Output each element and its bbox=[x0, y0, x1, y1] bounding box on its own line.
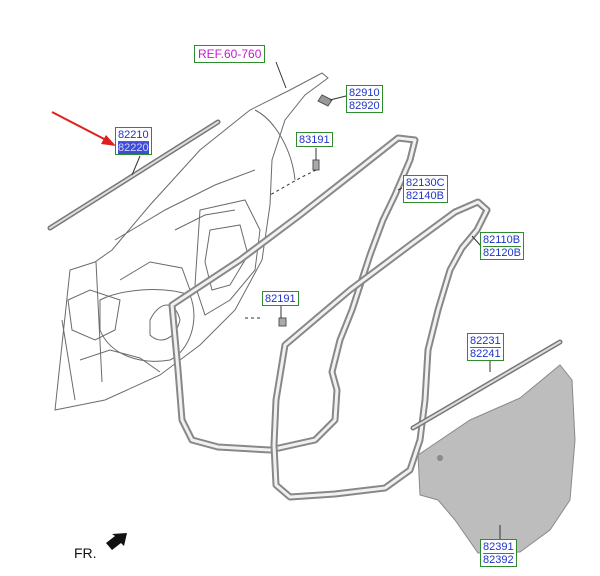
part-number-82130c: 82130C bbox=[406, 177, 445, 189]
front-direction-icon bbox=[106, 533, 127, 550]
door-panel bbox=[54, 72, 329, 411]
part-number-82191: 82191 bbox=[265, 293, 296, 305]
part-label-82910[interactable]: 82910 82920 bbox=[346, 85, 383, 113]
part-number-82910: 82910 bbox=[349, 87, 380, 99]
belt-molding-82210 bbox=[47, 119, 221, 231]
part-number-82210: 82210 bbox=[118, 129, 149, 141]
clip-82910 bbox=[317, 94, 333, 107]
weatherstrip-82130c bbox=[168, 134, 419, 454]
part-number-82120b: 82120B bbox=[483, 246, 521, 259]
part-number-82920: 82920 bbox=[349, 99, 380, 112]
weatherstrip-82110b bbox=[270, 198, 491, 501]
part-number-82220-highlighted: 82220 bbox=[118, 141, 149, 154]
part-number-82391: 82391 bbox=[483, 541, 514, 553]
clip-82191 bbox=[278, 317, 287, 327]
front-direction-label: FR. bbox=[74, 545, 97, 561]
ref-label-text: REF.60-760 bbox=[198, 47, 262, 61]
part-label-82210[interactable]: 82210 82220 bbox=[115, 127, 152, 155]
part-label-82191[interactable]: 82191 bbox=[262, 291, 299, 306]
part-number-82140b: 82140B bbox=[406, 189, 445, 202]
vapor-barrier-82391 bbox=[417, 364, 576, 554]
part-label-82391[interactable]: 82391 82392 bbox=[480, 539, 517, 567]
part-number-82110b: 82110B bbox=[483, 234, 521, 246]
clip-83191 bbox=[312, 159, 320, 171]
part-label-82110b[interactable]: 82110B 82120B bbox=[480, 232, 524, 260]
part-number-83191: 83191 bbox=[299, 134, 330, 146]
part-number-82241: 82241 bbox=[470, 347, 501, 360]
leader-lines bbox=[131, 61, 501, 542]
inner-belt-82231 bbox=[410, 339, 563, 431]
part-label-83191[interactable]: 83191 bbox=[296, 132, 333, 147]
part-label-82130c[interactable]: 82130C 82140B bbox=[403, 175, 448, 203]
part-number-82392: 82392 bbox=[483, 553, 514, 566]
part-label-82231[interactable]: 82231 82241 bbox=[467, 333, 504, 361]
pointer-arrow bbox=[51, 111, 116, 146]
part-number-82231: 82231 bbox=[470, 335, 501, 347]
ref-label[interactable]: REF.60-760 bbox=[194, 45, 266, 63]
